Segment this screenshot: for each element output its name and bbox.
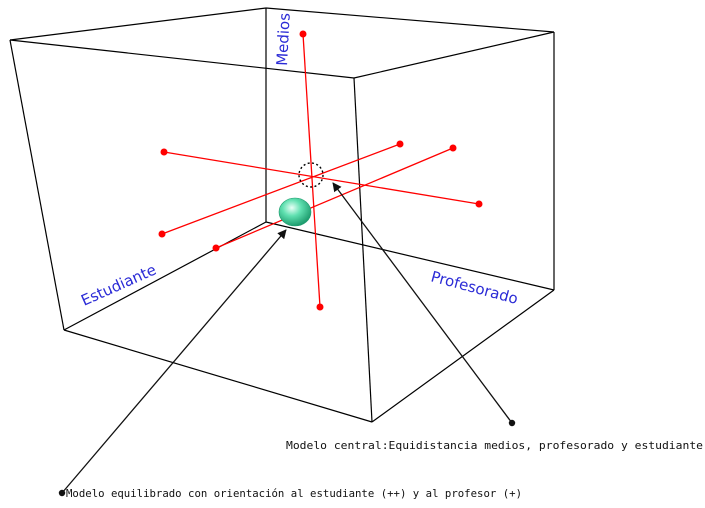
cube-edge-top-left bbox=[10, 40, 354, 78]
axis-endpoint-dot bbox=[450, 145, 457, 152]
cube-edge-front-left bbox=[354, 78, 372, 422]
arrow-central-model bbox=[333, 183, 512, 423]
cube-edge-front-bottom bbox=[372, 290, 554, 422]
axis-diagonal-line bbox=[216, 148, 453, 248]
cube-edge-top-right bbox=[266, 8, 554, 32]
arrow-balanced-model bbox=[62, 230, 286, 493]
annotation-central-model: Modelo central:Equidistancia medios, pro… bbox=[286, 440, 703, 452]
cube-edge-front-top bbox=[354, 32, 554, 78]
axis-label-profesorado: Profesorado bbox=[429, 267, 520, 308]
annotation-balanced-model: Modelo equilibrado con orientación al es… bbox=[66, 488, 522, 500]
axis-endpoint-dot bbox=[161, 149, 168, 156]
cube-edge-bottom-right bbox=[266, 222, 554, 290]
axis-endpoint-dot bbox=[317, 304, 324, 311]
axis-endpoint-dot bbox=[476, 201, 483, 208]
axis-endpoint-dot bbox=[213, 245, 220, 252]
axis-label-medios: Medios bbox=[273, 12, 294, 66]
arrow-origin-dot bbox=[509, 420, 515, 426]
axis-lines bbox=[162, 34, 479, 307]
cube-edge-back-top bbox=[10, 8, 266, 40]
axis-endpoint-dot bbox=[300, 31, 307, 38]
cube-edge-back-left bbox=[10, 40, 64, 330]
cube-edge-bottom-left bbox=[64, 330, 372, 422]
cube-edge-back-bottom bbox=[64, 222, 266, 330]
axis-profesorado-line bbox=[164, 152, 479, 204]
axis-endpoint-dot bbox=[159, 231, 166, 238]
axis-endpoint-dot bbox=[397, 141, 404, 148]
axis-medios-line bbox=[303, 34, 320, 307]
balanced-model-sphere bbox=[279, 198, 311, 226]
arrow-origin-dot bbox=[59, 490, 65, 496]
